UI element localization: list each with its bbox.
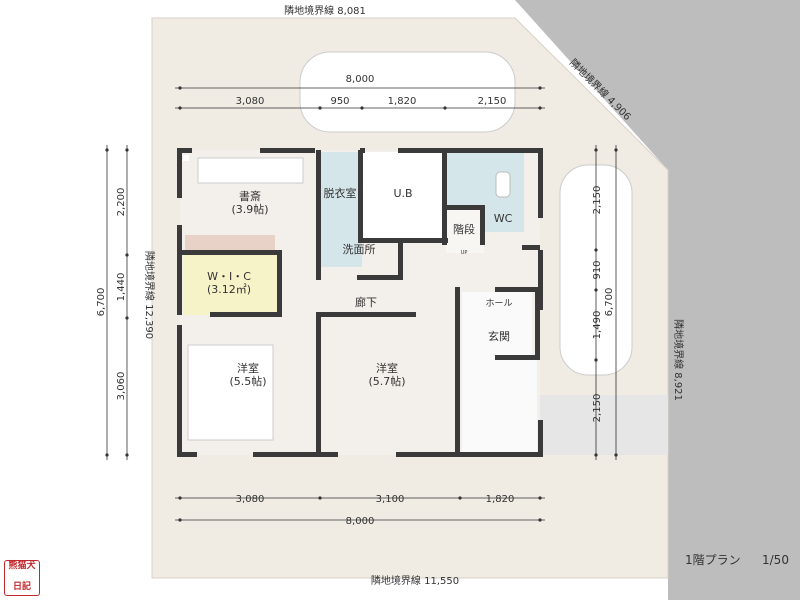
dim-top-total: 8,000 [346,74,375,85]
room-dressing-name: 脱衣室 [324,186,357,200]
room-entrance-name: 玄関 [488,329,510,343]
dim-top-segment: 2,150 [478,96,507,107]
boundary-left-label: 隣地境界線 12,390 [143,251,156,339]
stairs [446,208,484,253]
dim-right-segment: 910 [592,260,603,279]
dim-top-segment: 3,080 [236,96,265,107]
dim-right-segment: 2,150 [592,394,603,423]
bed [187,344,274,441]
dim-left-segment: 2,200 [116,188,127,217]
bath-room [362,152,442,240]
wic-room [184,255,277,315]
dim-left-segment: 1,440 [116,273,127,302]
dim-top-segment: 950 [330,96,349,107]
dimension-lines [105,86,618,522]
room-western2-size: (5.7帖) [368,375,405,388]
room-western1-name: 洋室 [237,361,259,375]
car-icon [299,51,516,133]
stairs-up-label: UP [461,250,468,256]
boundary-bottom-label: 隣地境界線 11,550 [371,574,459,587]
dim-right-total: 6,700 [604,288,615,317]
dim-bottom-segment: 1,820 [486,494,515,505]
desk [197,157,304,184]
room-western1-size: (5.5帖) [229,375,266,388]
logo-line1: 熊猫犬 [8,561,36,571]
room-washroom-name: 洗面所 [343,243,376,256]
dim-right-segment: 2,150 [592,186,603,215]
dim-bottom-segment: 3,080 [236,494,265,505]
dim-bottom-total: 8,000 [346,516,375,527]
outside-area [515,0,800,600]
shelf [185,235,275,250]
logo-line2: 日記 [12,582,31,592]
dim-left-total: 6,700 [96,288,107,317]
dim-bottom-segment: 3,100 [376,494,405,505]
driveway [540,395,668,455]
room-hall-name: 廊下 [355,295,377,309]
plan-scale: 1/50 [762,553,789,567]
garage-area [462,357,537,452]
boundary-top-label: 隣地境界線 8,081 [284,4,366,17]
room-western2-name: 洋室 [376,361,398,375]
dressing-room [320,152,362,267]
room-wic-size: (3.12㎡) [207,283,251,296]
toilet-icon [495,171,511,198]
room-study-size: (3.9帖) [231,203,268,216]
walls [177,148,543,457]
room-stairs-name: 階段 [453,222,475,236]
dim-left-segment: 3,060 [116,372,127,401]
dim-top-segment: 1,820 [388,96,417,107]
logo: 熊猫犬 日記 [4,560,40,596]
boundary-right-label: 隣地境界線 8,921 [672,319,685,401]
room-wc-name: WC [494,212,513,225]
room-bath-name: U.B [393,187,412,200]
room-wic-name: W・I・C [207,270,251,283]
plan-title: 1階プラン [685,552,741,567]
entrance-room [462,292,532,357]
room-entry-hall-name: ホール [485,298,512,309]
room-study-name: 書斎 [239,189,261,203]
dim-right-segment: 1,490 [592,311,603,340]
